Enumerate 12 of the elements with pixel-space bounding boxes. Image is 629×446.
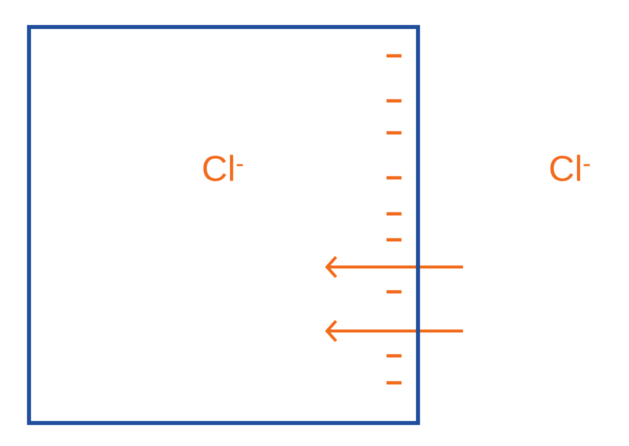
charge-sign: − [386,290,402,294]
charge-sign: − [386,54,402,58]
charge-sign: − [386,176,402,180]
charge-sign: − [386,354,402,358]
charge-sign: − [386,99,402,102]
charge-sign: − [386,381,402,384]
charge-sign: − [386,131,402,134]
charge-sign: − [386,238,402,242]
cell-membrane [27,25,420,425]
charge-sign: − [386,212,402,216]
ion-label: Cl$^{-}$ [203,154,243,182]
ion-label: Cl$^{-}$ [550,154,590,182]
